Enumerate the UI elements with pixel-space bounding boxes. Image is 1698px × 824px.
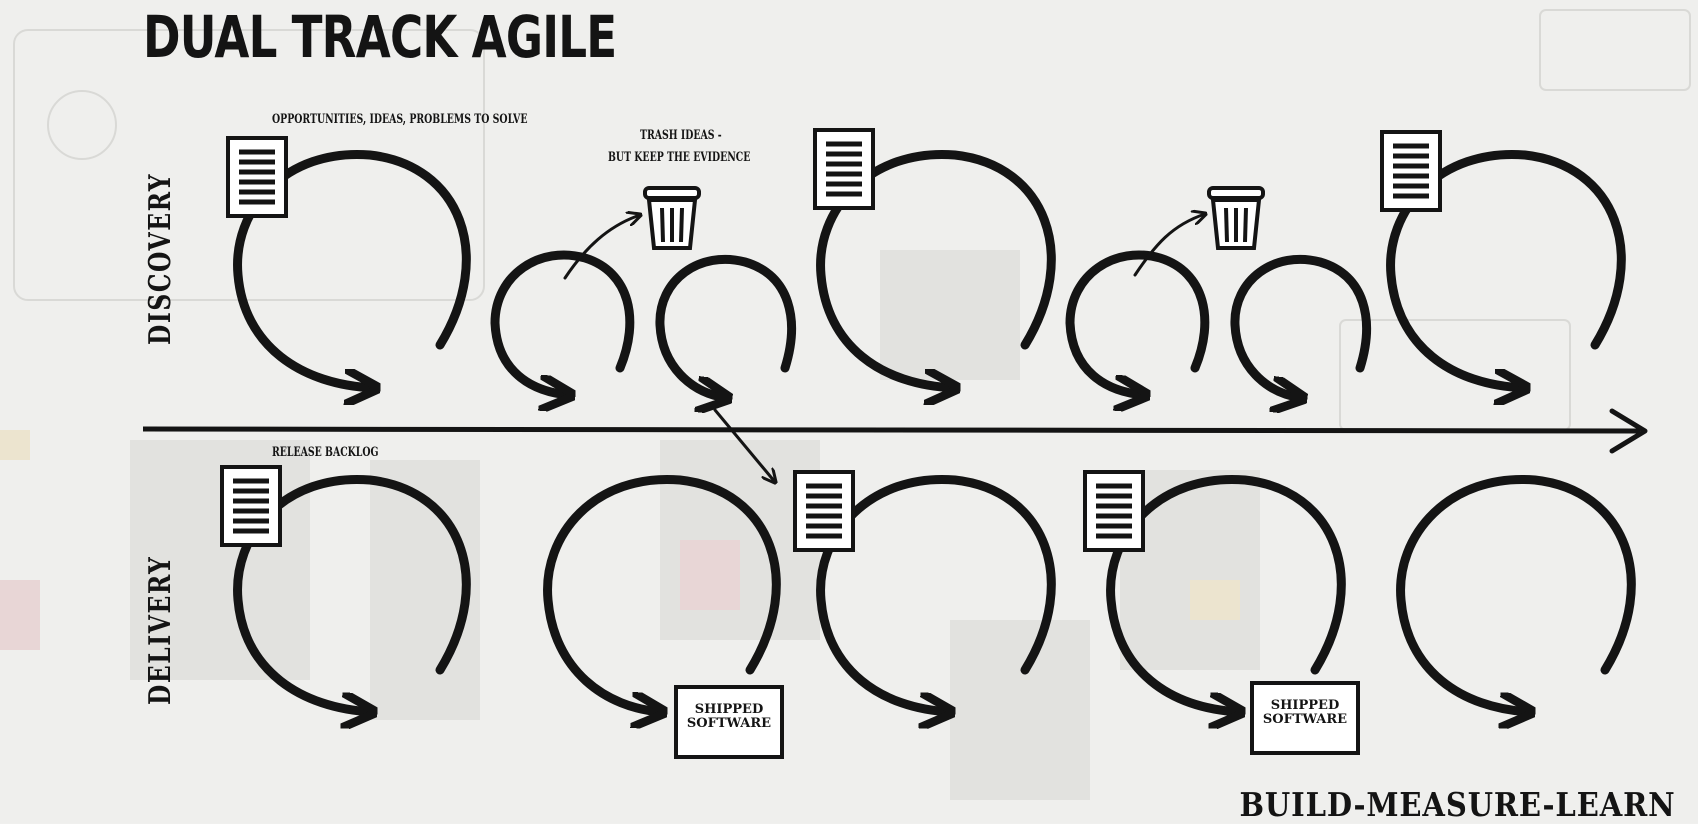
shipped-software-box-2 — [1250, 681, 1360, 755]
trash-label-line2: BUT KEEP THE EVIDENCE — [608, 150, 751, 165]
document-icon — [222, 467, 280, 545]
shipped-software-label-2: SHIPPED SOFTWARE — [1252, 699, 1358, 726]
discovery-loop-2 — [490, 250, 635, 395]
handoff-arrow — [713, 408, 775, 482]
document-icon — [1382, 132, 1440, 210]
document-icon — [228, 138, 286, 216]
document-icon — [795, 472, 853, 550]
shipped-line2: SOFTWARE — [686, 715, 772, 731]
delivery-loop-4 — [1106, 474, 1346, 712]
trash-arrow-1 — [563, 215, 640, 280]
delivery-loop-1 — [233, 474, 471, 712]
shipped-software-box-1 — [674, 685, 784, 759]
discovery-track-label: DISCOVERY — [143, 172, 178, 345]
delivery-loop-3 — [816, 474, 1056, 712]
delivery-loop-5 — [1396, 474, 1636, 712]
delivery-track-label: DELIVERY — [143, 555, 178, 705]
timeline-arrow — [142, 426, 1641, 434]
trash-icon — [1207, 186, 1265, 250]
build-measure-learn-label: BUILD-MEASURE-LEARN — [1239, 785, 1676, 824]
page-title: DUAL TRACK AGILE — [143, 3, 617, 71]
shipped-line1: SHIPPED — [694, 702, 764, 717]
delivery-loop-2 — [543, 474, 781, 712]
discovery-loop-6 — [1230, 254, 1371, 398]
trash-icon — [643, 186, 701, 250]
trash-label-line1: TRASH IDEAS - — [640, 128, 722, 143]
release-backlog-label: RELEASE BACKLOG — [272, 445, 379, 460]
timeline-arrowhead — [1609, 408, 1648, 454]
shipped-software-label-1: SHIPPED SOFTWARE — [676, 703, 782, 730]
trash-arrow-2 — [1133, 214, 1205, 277]
discovery-loop-5 — [1065, 250, 1210, 395]
document-icon — [815, 130, 873, 208]
opportunities-label: OPPORTUNITIES, IDEAS, PROBLEMS TO SOLVE — [272, 112, 528, 127]
shipped-line2: SOFTWARE — [1262, 711, 1348, 727]
document-icon — [1085, 472, 1143, 550]
discovery-loop-3 — [655, 254, 796, 398]
shipped-line1: SHIPPED — [1270, 698, 1340, 713]
